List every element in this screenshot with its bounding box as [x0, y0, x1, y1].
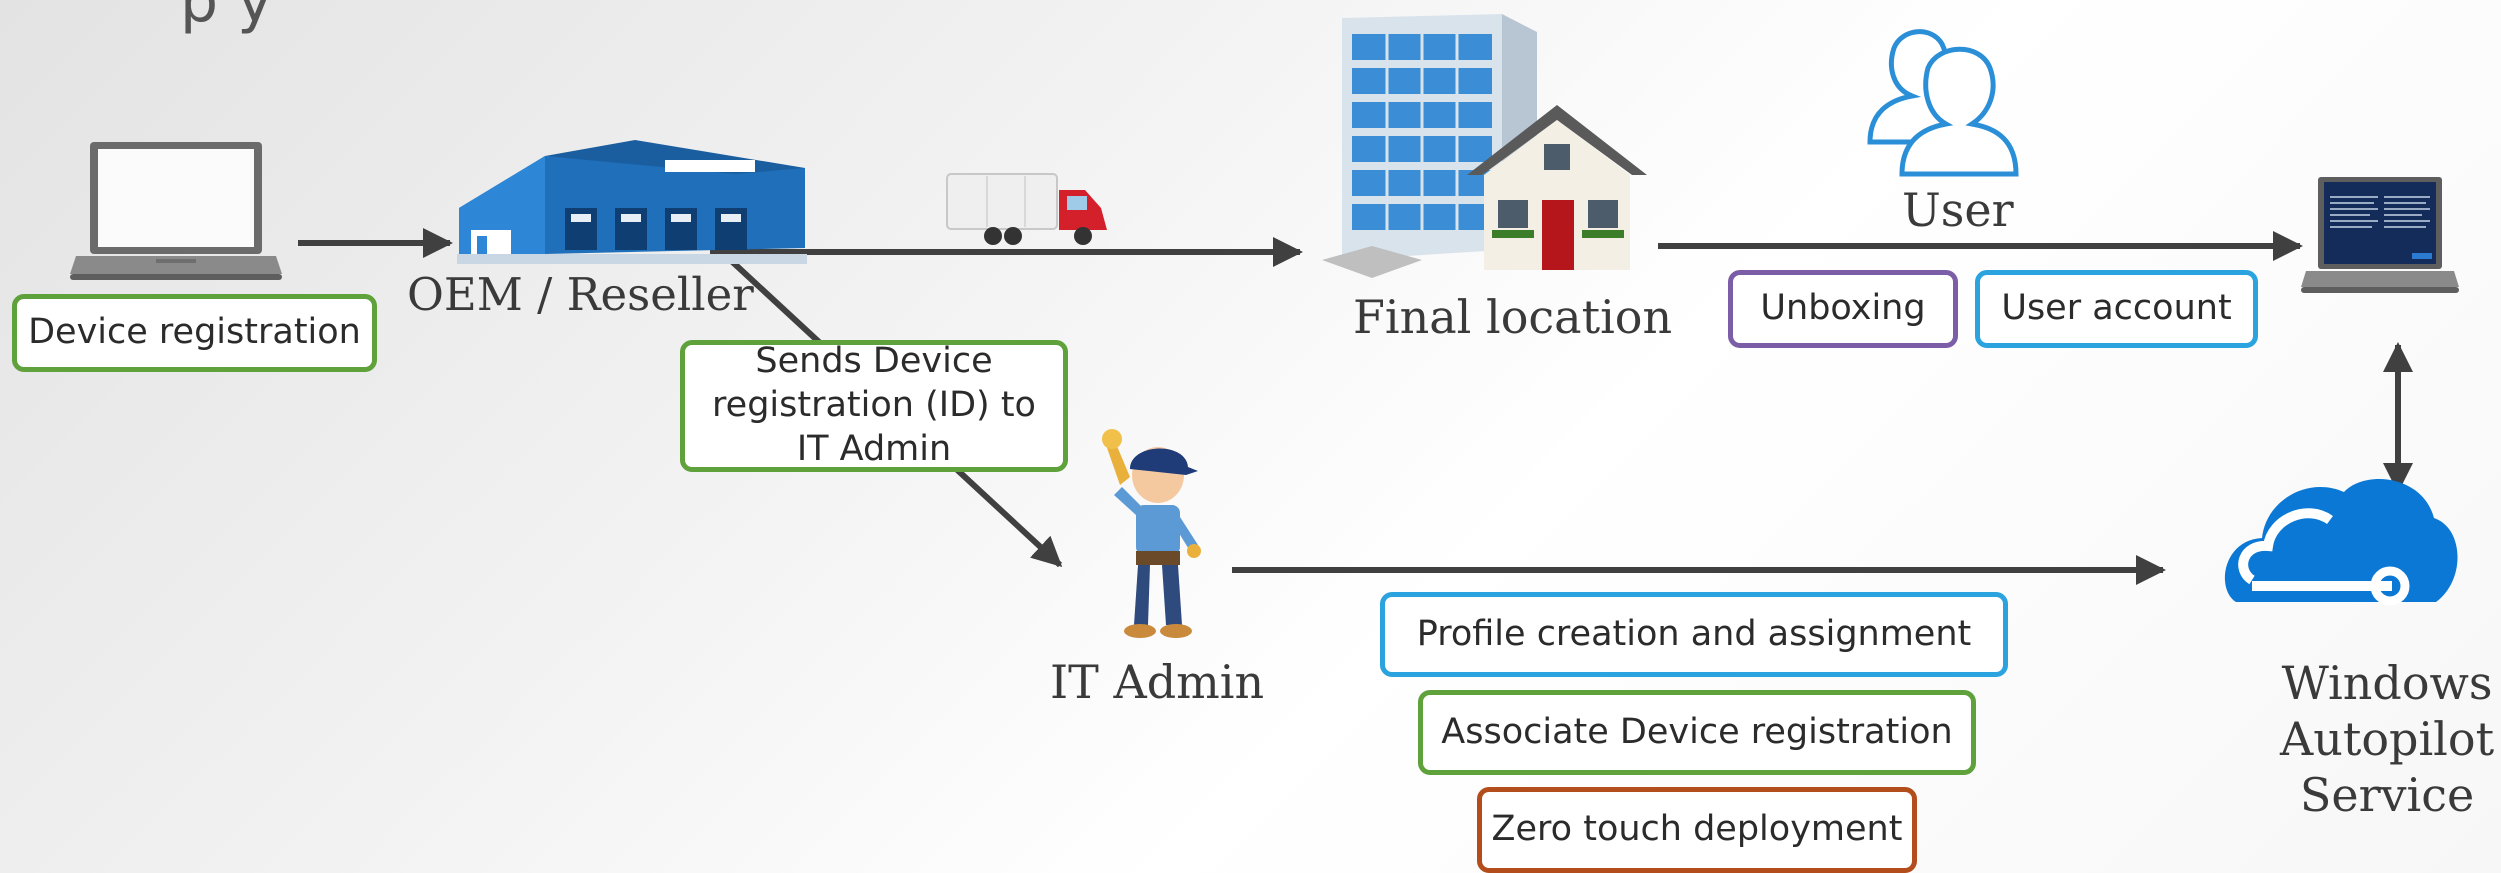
- oem-reseller-label: OEM / Reseller: [407, 268, 754, 321]
- truck-icon: [946, 173, 1107, 245]
- device-registration-box: Device registration: [12, 294, 377, 372]
- unboxing-box: Unboxing: [1728, 270, 1958, 348]
- associate-device-registration-box: Associate Device registration: [1418, 690, 1976, 775]
- house-icon: [1467, 105, 1647, 270]
- users-icon: [1867, 29, 2019, 177]
- it-admin-character-icon: [1102, 429, 1201, 638]
- windows-autopilot-service-label: Windows Autopilot Service: [2280, 655, 2494, 823]
- user-label: User: [1902, 183, 2014, 237]
- autopilot-label-line1: Windows: [2281, 656, 2493, 710]
- title-fragment: p y: [180, 0, 273, 36]
- zero-touch-deployment-box: Zero touch deployment: [1477, 787, 1917, 873]
- profile-creation-box: Profile creation and assignment: [1380, 592, 2008, 677]
- configured-laptop-icon: [2301, 177, 2459, 293]
- autopilot-label-line2: Autopilot: [2280, 712, 2495, 767]
- laptop-icon: [70, 142, 282, 280]
- autopilot-label-line3: Service: [2299, 768, 2475, 823]
- office-building-icon: [1322, 14, 1537, 278]
- warehouse-icon: [457, 140, 807, 264]
- final-location-label: Final location: [1353, 290, 1673, 344]
- sends-device-registration-box: Sends Device registration (ID) to IT Adm…: [680, 340, 1068, 472]
- user-account-box: User account: [1975, 270, 2258, 348]
- cloud-icon: [2224, 478, 2458, 606]
- it-admin-label: IT Admin: [1050, 655, 1265, 709]
